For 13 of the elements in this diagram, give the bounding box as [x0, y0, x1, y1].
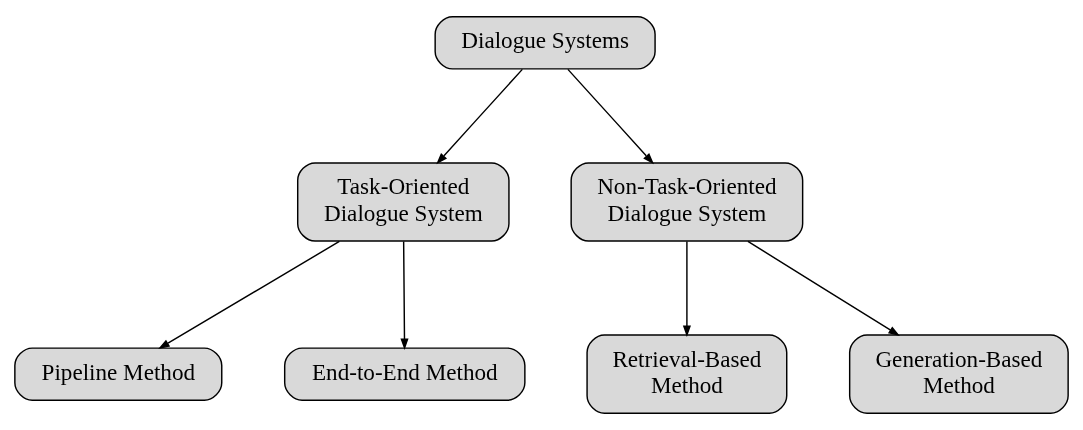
node-box: Non-Task-Oriented Dialogue System — [570, 162, 804, 242]
node-box: Pipeline Method — [14, 347, 223, 401]
node-box: Generation-Based Method — [848, 334, 1069, 414]
node-box: Retrieval-Based Method — [586, 334, 788, 414]
arrow — [436, 68, 524, 165]
node-box: Task-Oriented Dialogue System — [297, 162, 510, 242]
arrow — [158, 240, 341, 350]
node-box: Dialogue Systems — [434, 16, 656, 70]
arrow — [567, 68, 654, 165]
node-box: End-to-End Method — [283, 347, 526, 401]
arrow — [747, 240, 900, 336]
arrow — [682, 240, 691, 338]
arrow — [400, 240, 409, 351]
